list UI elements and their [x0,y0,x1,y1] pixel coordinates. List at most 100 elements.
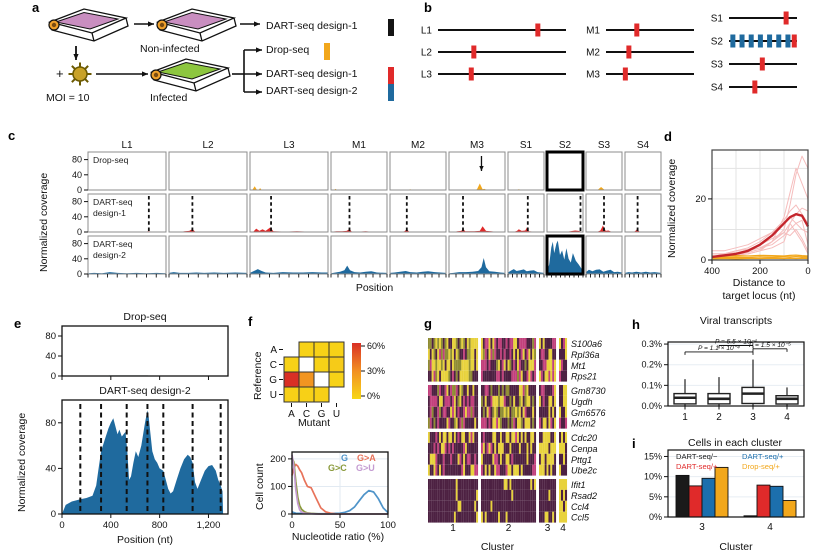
panel-label-c: c [8,128,16,143]
label-output-design2: DART-seq design-2 [266,85,358,97]
svg-text:Cenpa: Cenpa [571,444,598,454]
svg-text:S100a6: S100a6 [571,339,602,349]
i-legend-dartseq-minus: DART-seq/− [676,452,718,461]
plate-icon [155,8,237,42]
svg-text:30%: 30% [367,366,385,376]
svg-text:80: 80 [72,239,82,249]
svg-text:200: 200 [270,454,286,465]
f-matrix-ylabel: Reference [252,351,264,400]
svg-text:10%: 10% [644,472,662,482]
svg-text:0.2%: 0.2% [641,360,662,370]
h-title: Viral transcripts [699,315,773,327]
svg-text:L3: L3 [421,70,433,81]
svg-text:M2: M2 [411,140,425,151]
svg-text:L3: L3 [283,140,295,151]
svg-text:P = 1.1 × 10⁻⁴: P = 1.1 × 10⁻⁴ [698,345,740,352]
svg-text:0%: 0% [367,391,380,401]
svg-text:0.0%: 0.0% [641,401,662,411]
svg-text:3: 3 [699,522,705,533]
svg-text:Cdc20: Cdc20 [571,433,597,443]
i-legend-dartseq-plus-red: DART-seq/+ [676,462,718,471]
svg-text:40: 40 [45,351,56,362]
f-ratio-ylabel: Cell count [254,463,266,510]
svg-text:0: 0 [77,269,82,279]
i-legend-dartseq-plus-blue: DART-seq/+ [742,452,784,461]
svg-text:U: U [270,390,277,401]
svg-text:40: 40 [72,254,82,264]
label-output-design1-infected: DART-seq design-1 [266,68,358,80]
svg-text:L1: L1 [421,26,433,37]
svg-text:S4: S4 [637,140,650,151]
legend-bar-design1-black [388,19,394,36]
i-xlabel: Cluster [719,541,753,553]
svg-text:0.3%: 0.3% [641,339,662,349]
f-legend-GC: G>C [328,463,347,473]
svg-text:0: 0 [59,520,64,531]
svg-text:400: 400 [103,520,119,531]
svg-text:0: 0 [51,509,56,520]
svg-text:A: A [270,345,277,356]
panel-label-h: h [632,317,640,332]
svg-text:1: 1 [450,523,456,534]
svg-text:L2: L2 [421,48,433,59]
svg-text:1,200: 1,200 [197,520,221,531]
panel-label-d: d [664,129,672,144]
svg-text:0: 0 [77,185,82,195]
svg-text:80: 80 [45,331,56,342]
svg-text:2: 2 [506,523,512,534]
svg-text:A: A [288,409,295,420]
svg-text:80: 80 [72,155,82,165]
svg-text:1: 1 [682,412,688,423]
svg-text:800: 800 [152,520,168,531]
svg-text:L2: L2 [202,140,214,151]
label-plus: + [56,66,64,81]
svg-text:Ccl4: Ccl4 [571,502,589,512]
svg-text:40: 40 [72,212,82,222]
f-ratio-xlabel: Nucleotide ratio (%) [291,531,385,543]
i-title: Cells in each cluster [688,437,782,449]
c-xlabel: Position [355,282,394,294]
svg-text:M1: M1 [586,26,600,37]
panel-g-expression-heatmap: S100a6Rpl36aMt1Rps21Gm8730UgdhGm6576Mcm2… [428,338,606,534]
svg-text:G: G [318,409,326,420]
c-ylabel: Normalized coverage [38,172,50,272]
svg-text:3: 3 [545,523,551,534]
svg-text:400: 400 [704,266,720,277]
f-legend-GU: G>U [356,463,375,473]
svg-text:S4: S4 [711,83,724,94]
panel-label-g: g [424,316,432,331]
svg-text:DART-seq: DART-seq [93,239,133,249]
svg-text:4: 4 [784,412,790,423]
legend-bar-design2-blue [388,84,394,101]
label-moi: MOI = 10 [46,92,90,104]
svg-text:5%: 5% [649,492,662,502]
svg-text:C: C [270,360,277,371]
svg-text:4: 4 [560,523,566,534]
svg-text:Ccl5: Ccl5 [571,513,590,523]
label-non-infected: Non-infected [140,43,200,55]
svg-text:Drop-seq: Drop-seq [93,155,129,165]
svg-text:M2: M2 [586,48,600,59]
g-xlabel: Cluster [480,541,515,553]
svg-text:Pttg1: Pttg1 [571,455,592,465]
svg-text:Mcm2: Mcm2 [571,419,596,429]
svg-text:design-1: design-1 [93,208,126,218]
svg-text:4: 4 [767,522,773,533]
svg-text:Rsad2: Rsad2 [571,491,597,501]
svg-text:DART-seq: DART-seq [93,197,133,207]
panel-label-f: f [248,314,253,329]
svg-text:2: 2 [716,412,722,423]
panel-label-b: b [424,0,432,15]
svg-text:40: 40 [72,170,82,180]
d-ylabel: Normalized coverage [666,158,678,258]
e-title-design2: DART-seq design-2 [99,385,191,397]
svg-text:0: 0 [281,509,286,520]
svg-text:U: U [333,409,340,420]
svg-text:M3: M3 [470,140,484,151]
svg-text:50: 50 [335,520,346,531]
